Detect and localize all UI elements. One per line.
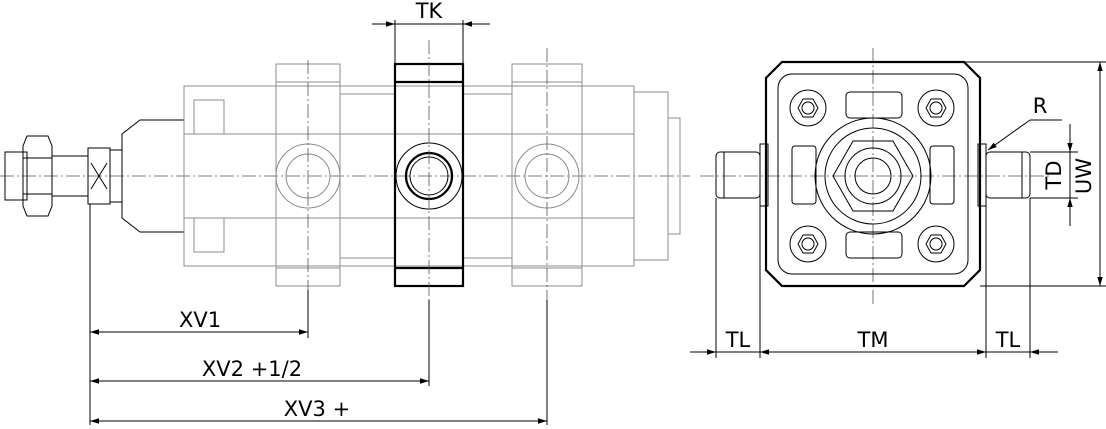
xv1-label: XV1 [179,308,221,332]
r-leader: R [987,94,1062,151]
tl-tm-dimensions: TL TM TL [690,198,1058,358]
td-dimension: TD [1030,124,1078,226]
td-label: TD [1042,161,1066,191]
xv3-label: XV3 + [284,397,350,421]
center-boss [814,117,932,235]
xv-dimensions: XV1 XV2 +1/2 XV3 + [89,204,548,425]
r-label: R [1033,94,1048,118]
uw-label: UW [1072,158,1096,194]
side-view: TK XV1 XV2 +1/2 XV3 + [0,0,690,425]
corner-bolts [789,89,955,263]
tl-right-label: TL [995,328,1021,352]
trunnion-pins [715,143,1031,207]
end-view: R TD UW TL [690,48,1106,358]
uw-dimension: UW [964,61,1106,287]
tl-left-label: TL [725,328,751,352]
tk-dimension: TK [372,0,490,64]
tk-label: TK [415,0,444,23]
xv2-label: XV2 +1/2 [202,357,302,381]
cylinder-body [183,85,681,267]
tm-label: TM [857,328,889,352]
